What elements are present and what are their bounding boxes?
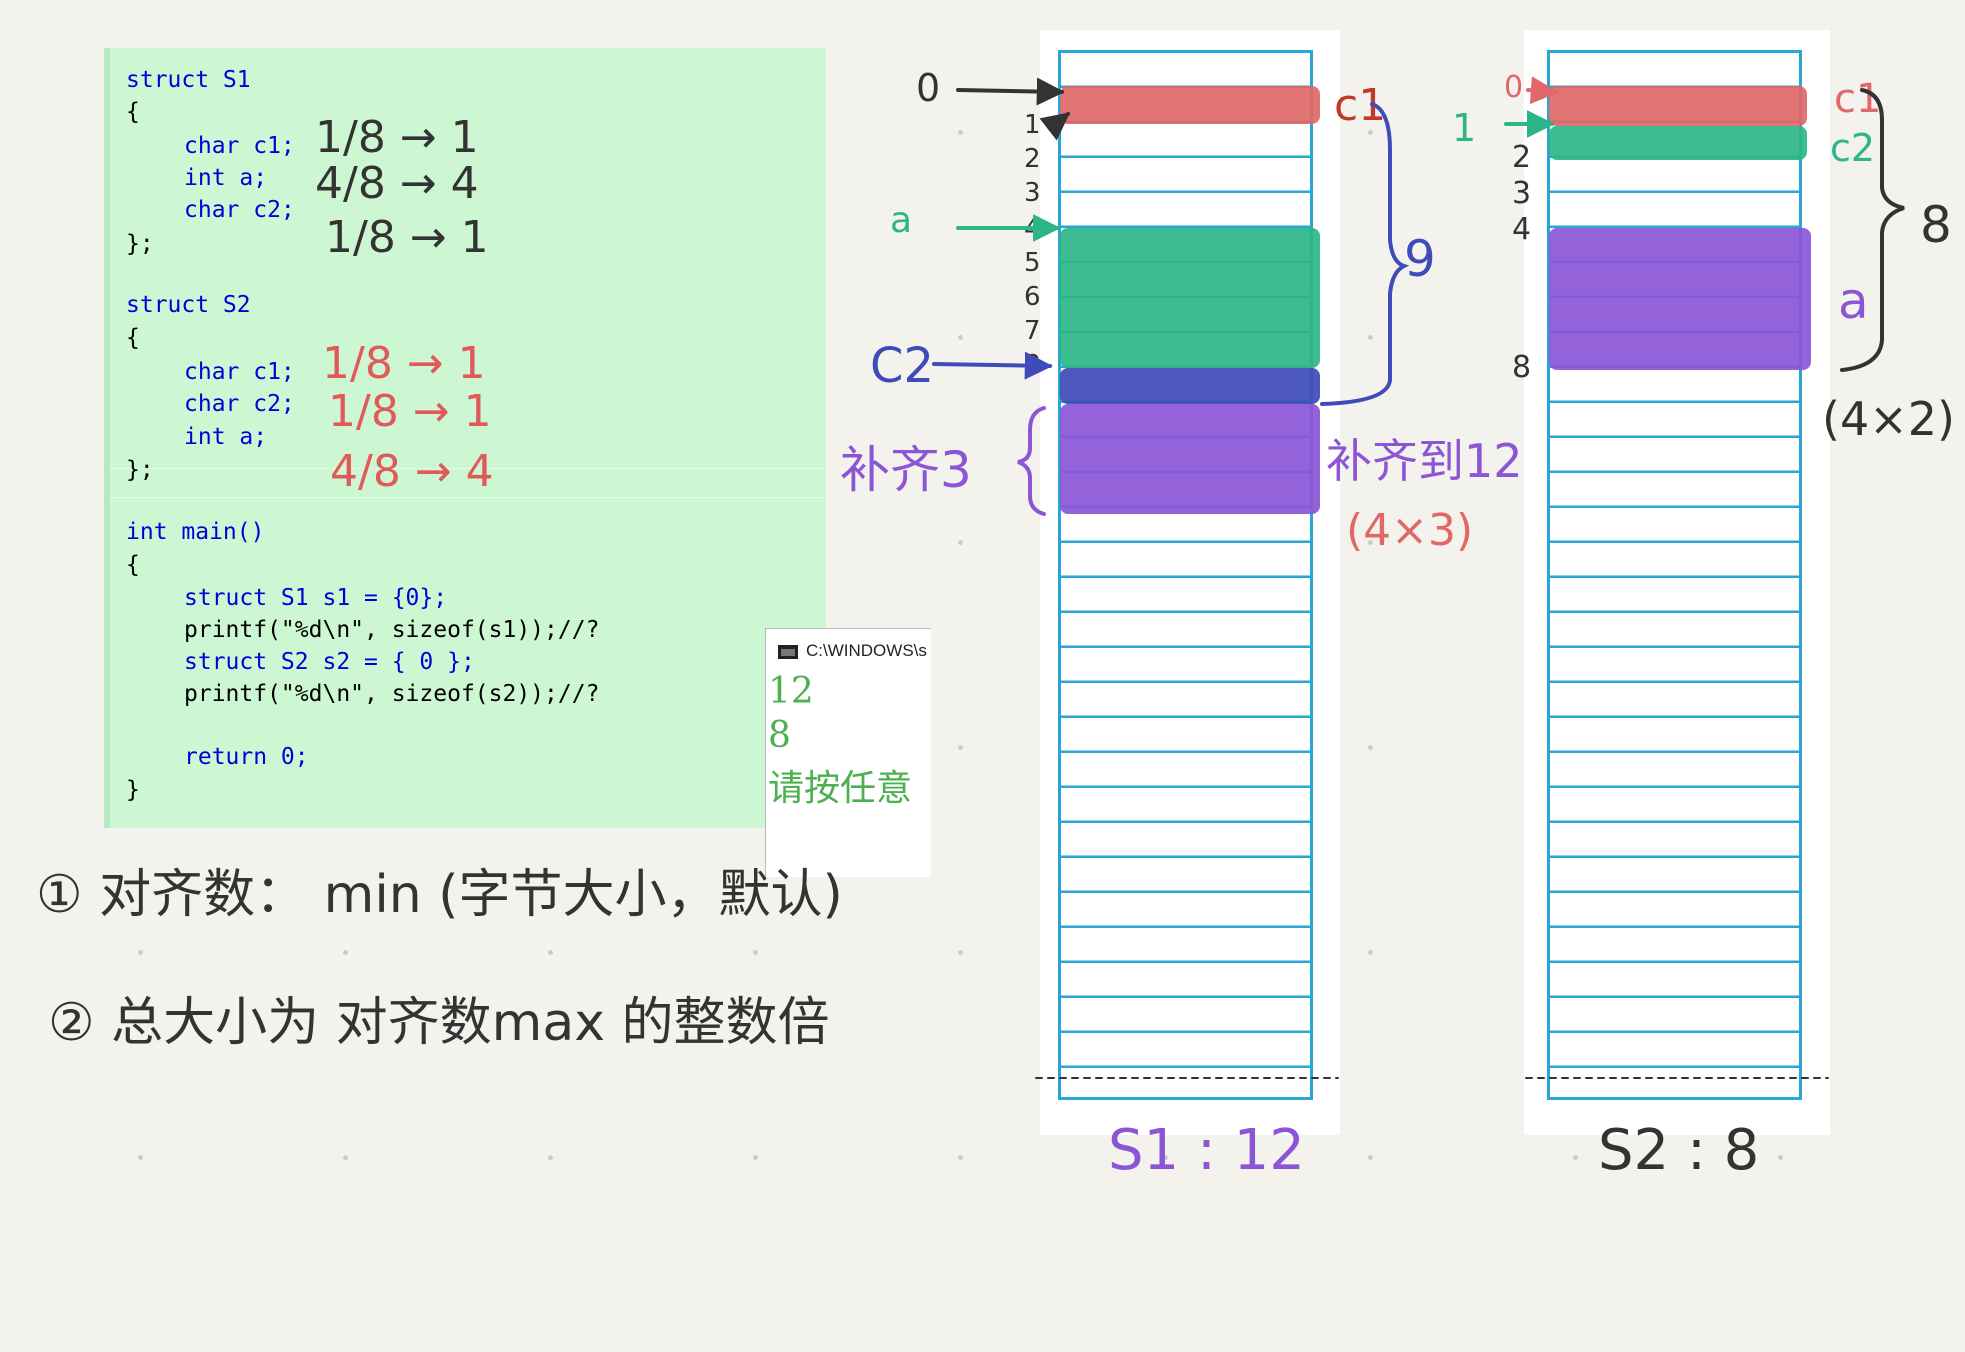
code-line-4: int a;	[184, 165, 268, 191]
s1-offset-5: 5	[1024, 248, 1041, 278]
rule-2: ② 总大小为 对齐数max 的整数倍	[48, 993, 830, 1053]
s1-a-annotation: 4/8 → 4	[315, 158, 479, 209]
s2-c1-label: c1	[1834, 76, 1882, 122]
s1-offset-2: 2	[1024, 144, 1041, 174]
s1-offset-0-arrow	[956, 77, 1065, 106]
rule-1: ① 对齐数： min (字节大小，默认)	[36, 865, 843, 925]
code-line-1: struct S1	[126, 67, 251, 93]
code-line-5: char c2;	[184, 197, 295, 223]
s2-c1-block	[1549, 86, 1807, 126]
s1-offset-7: 7	[1024, 316, 1041, 346]
s1-c2-arrow	[932, 351, 1053, 380]
s2-c1-annotation: 1/8 → 1	[322, 338, 486, 389]
code-line-17: struct S2 s2 = { 0 };	[184, 649, 475, 675]
s1-c1-block	[1060, 86, 1320, 124]
console-line-3: 请按任意	[768, 768, 913, 809]
code-screenshot-panel: struct S1 { char c1; int a; char c2; }; …	[104, 48, 931, 877]
s1-memory-column	[1058, 50, 1313, 1100]
s2-caption: S2 : 8	[1598, 1118, 1760, 1183]
code-line-16: printf("%d\n", sizeof(s1));//?	[184, 617, 600, 643]
s2-brace-8	[1840, 88, 1905, 372]
s1-c2-annotation: 1/8 → 1	[325, 212, 489, 263]
s2-offset-1: 1	[1452, 106, 1477, 150]
s2-c2-annotation: 1/8 → 1	[328, 386, 492, 437]
s1-c2-block	[1060, 368, 1320, 404]
s1-offset-3: 3	[1024, 178, 1041, 208]
s2-memory-column	[1547, 50, 1802, 1100]
code-line-6: };	[126, 231, 154, 257]
s1-offset-1: 1	[1024, 110, 1041, 140]
code-line-18: printf("%d\n", sizeof(s2));//?	[184, 681, 600, 707]
code-line-9: char c1;	[184, 359, 295, 385]
s2-a-annotation: 4/8 → 4	[330, 446, 494, 497]
console-icon	[778, 645, 798, 659]
s1-c2-label: C2	[870, 338, 935, 394]
code-line-11: int a;	[184, 424, 268, 450]
s2-brace-8-label: 8	[1920, 196, 1952, 254]
code-line-20: }	[126, 777, 140, 803]
code-line-8: {	[126, 325, 140, 351]
s2-offset-4: 4	[1512, 212, 1532, 247]
s2-offset-8: 8	[1512, 350, 1532, 385]
console-line-1: 12	[768, 671, 814, 712]
s1-a-label: a	[890, 200, 913, 241]
code-line-15: struct S1 s1 = {0};	[184, 585, 448, 611]
code-line-19: return 0;	[184, 744, 309, 770]
code-line-3: char c1;	[184, 133, 295, 159]
s1-padding-block	[1060, 404, 1320, 514]
s1-brace-9	[1320, 102, 1410, 406]
code-line-7: struct S2	[126, 292, 251, 318]
code-line-2: {	[126, 99, 140, 125]
s2-offset-0: 0	[1504, 70, 1524, 105]
s2-c2-block	[1549, 126, 1807, 160]
console-title: C:\WINDOWS\s	[806, 641, 927, 660]
s1-offset-0: 0	[916, 66, 941, 110]
code-line-13: int main()	[126, 519, 265, 545]
s1-offset-1-arrow	[1039, 112, 1071, 141]
s1-pad-formula: (4×3)	[1346, 505, 1474, 556]
s1-c1-annotation: 1/8 → 1	[315, 112, 479, 163]
s1-pad-left-label: 补齐3	[840, 441, 972, 499]
console-output-window: C:\WINDOWS\s 12 8 请按任意	[765, 628, 931, 877]
s1-a-block	[1060, 228, 1320, 368]
s1-brace-9-label: 9	[1404, 230, 1436, 288]
s2-formula: (4×2)	[1822, 392, 1955, 446]
code-line-10: char c2;	[184, 391, 295, 417]
s1-pad-right-label: 补齐到12	[1326, 434, 1523, 488]
code-line-14: {	[126, 552, 140, 578]
code-line-12: };	[126, 457, 154, 483]
s1-offset-6: 6	[1024, 282, 1041, 312]
s2-offset-3: 3	[1512, 176, 1532, 211]
s2-offset-0-arrow	[1526, 76, 1559, 105]
s2-c2-label: c2	[1830, 126, 1876, 170]
s1-pad-brace	[1017, 406, 1046, 516]
s2-offset-2: 2	[1512, 140, 1532, 175]
current-line-highlight	[110, 468, 826, 498]
console-line-2: 8	[768, 715, 791, 756]
s1-caption: S1 : 12	[1108, 1118, 1305, 1183]
s2-a-label: a	[1838, 272, 1869, 330]
s2-a-block	[1549, 228, 1811, 370]
